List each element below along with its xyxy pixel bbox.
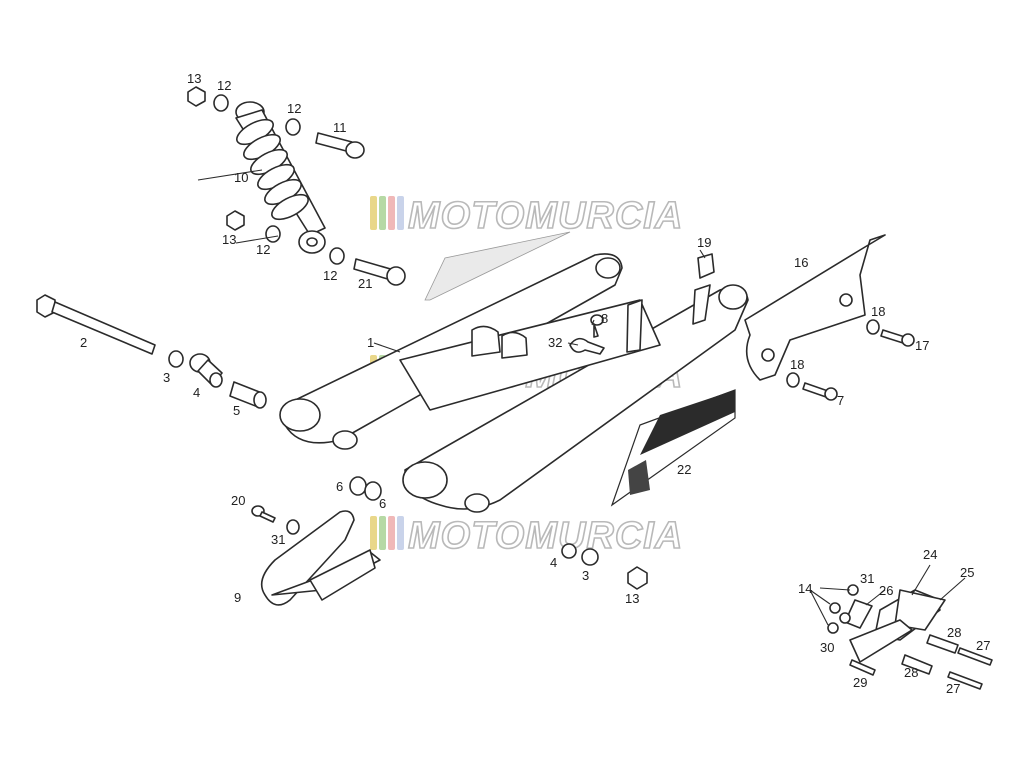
watermark-text: MOTOMURCIA [408,195,683,237]
bushing-4 [189,353,223,388]
callout-28: 28 [947,625,961,640]
decal-22 [610,389,736,507]
callout-25: 25 [960,565,974,580]
callout-4: 4 [193,385,200,400]
callout-12: 12 [287,101,301,116]
washer-31-a [286,519,300,535]
watermark-stripe-3 [388,516,395,550]
callout-31: 31 [271,532,285,547]
watermark-text: MOTOMURCIA [408,515,683,557]
callout-27: 27 [946,681,960,696]
callout-18: 18 [871,304,885,319]
washer-12-c [265,225,281,243]
callout-13: 13 [187,71,201,86]
callout-8: 8 [601,311,608,326]
washer-3-b [581,548,599,566]
callout-4: 4 [550,555,557,570]
callout-31: 31 [860,571,874,586]
callout-6: 6 [336,479,343,494]
washer-18-a [866,319,880,335]
watermark-stripe-1 [370,196,377,230]
callout-13: 13 [222,232,236,247]
callout-10: 10 [234,170,248,185]
bushing-4-b [561,543,577,559]
watermark-stripe-3 [388,196,395,230]
callout-28: 28 [904,665,918,680]
callout-20: 20 [231,493,245,508]
callout-7: 7 [837,393,844,408]
callout-18: 18 [790,357,804,372]
decal-stripe [424,231,571,301]
callout-32: 32 [548,335,562,350]
callout-3: 3 [582,568,589,583]
callout-12: 12 [217,78,231,93]
callout-11: 11 [333,120,347,135]
cable-clamp-32 [569,337,605,355]
watermark-stripe-4 [397,516,404,550]
bolt-7 [802,382,838,401]
watermark-stripe-1 [370,516,377,550]
callout-12: 12 [256,242,270,257]
callout-labels: 13 12 12 11 10 13 12 12 21 2 1 3 4 5 19 … [80,71,990,696]
callout-13: 13 [625,591,639,606]
chain-guide-assembly [827,584,993,690]
callout-29: 29 [853,675,867,690]
callout-22: 22 [677,462,691,477]
leader-lines [197,169,966,626]
watermark-bottom: MOTOMURCIA [370,514,683,558]
washer-12-d [329,247,345,265]
pivot-bolt-2 [36,294,156,355]
bolt-21 [353,258,406,286]
washer-18-b [786,372,800,388]
callout-1: 1 [367,335,374,350]
callout-26: 26 [879,583,893,598]
nut-13-top [187,86,206,107]
callout-17: 17 [915,338,929,353]
watermark-stripe-2 [379,196,386,230]
callout-24: 24 [923,547,937,562]
callout-21: 21 [358,276,372,291]
callout-27: 27 [976,638,990,653]
callout-9: 9 [234,590,241,605]
bolt-17 [880,329,915,347]
clip-19 [697,253,715,279]
bolt-11 [315,132,365,159]
callout-16: 16 [794,255,808,270]
callout-30: 30 [820,640,834,655]
nut-13-mid [226,210,245,231]
washer-6-b [364,481,382,501]
watermark-stripe-4 [397,196,404,230]
callout-6: 6 [379,496,386,511]
callout-2: 2 [80,335,87,350]
callout-12: 12 [323,268,337,283]
callout-19: 19 [697,235,711,250]
callout-14: 14 [798,581,812,596]
washer-12-b [285,118,301,136]
spacer-5 [229,381,267,409]
washer-6-a [349,476,367,496]
washer-3-a [168,350,184,368]
callout-3: 3 [163,370,170,385]
watermark-stripe-2 [379,516,386,550]
screw-8 [590,314,604,338]
chain-slider-9 [260,510,381,606]
screw-20 [251,505,276,523]
chain-guard-16 [744,234,886,381]
watermark-top: MOTOMURCIA [370,194,683,238]
callout-5: 5 [233,403,240,418]
swingarm [279,253,749,513]
washer-12-a [213,94,229,112]
nut-13-bottom [627,566,648,590]
